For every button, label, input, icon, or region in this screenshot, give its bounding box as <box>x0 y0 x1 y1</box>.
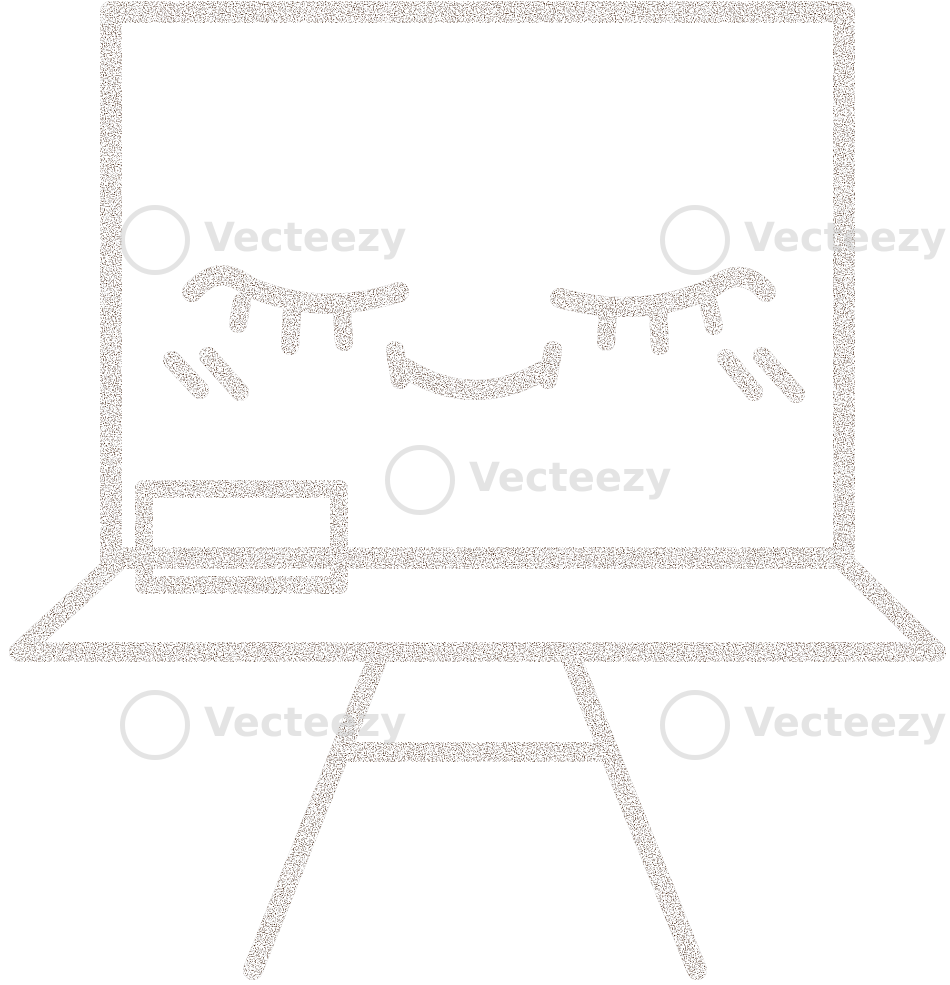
eraser <box>135 480 348 594</box>
blush-left-mark <box>199 347 249 401</box>
smile-mouth <box>395 358 558 400</box>
left-eye-lash <box>333 303 353 351</box>
blush-left-mark <box>163 351 209 399</box>
right-eye-icon <box>550 266 776 317</box>
left-eye-lash <box>281 303 301 355</box>
board-frame <box>100 1 855 569</box>
right-eye-lash <box>699 293 723 335</box>
easel-leg-left <box>243 650 387 980</box>
left-eye-icon <box>182 265 409 314</box>
chalk-tray <box>9 547 946 662</box>
blush-right-mark <box>717 349 763 401</box>
right-eye-lash <box>649 303 669 355</box>
easel-leg-right <box>562 650 707 980</box>
right-eye-lash <box>597 303 617 351</box>
smile-corner-left <box>386 341 409 389</box>
smile-corner-right <box>539 341 562 389</box>
blush-right-mark <box>753 347 805 403</box>
left-eye-lash <box>229 293 251 333</box>
